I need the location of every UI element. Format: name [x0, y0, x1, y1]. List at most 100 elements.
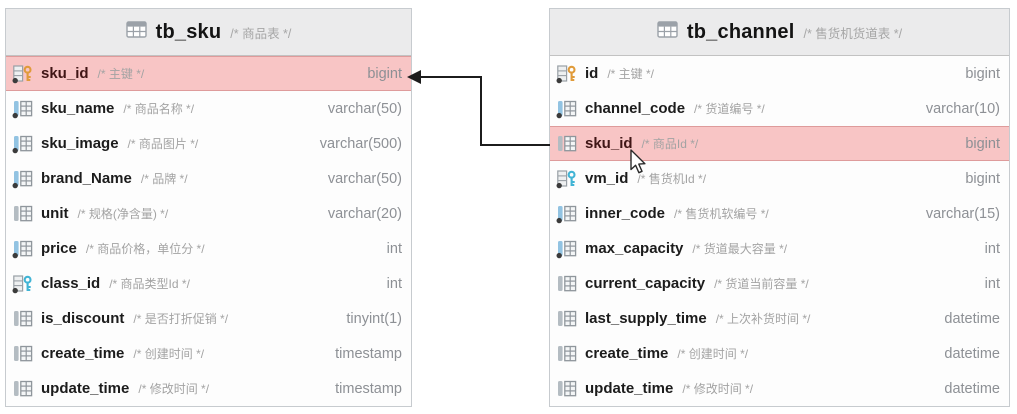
table-header-tb_channel[interactable]: tb_channel /* 售货机货道表 */ — [550, 9, 1009, 56]
column-name: sku_id — [41, 65, 89, 82]
table-title-comment: /* 售货机货道表 */ — [803, 26, 903, 41]
column-type: bigint — [965, 65, 1000, 82]
foreign-key-icon — [556, 169, 580, 189]
column-icon — [12, 309, 36, 329]
column-icon — [12, 239, 36, 259]
column-icon — [556, 134, 580, 154]
column-type: varchar(500) — [319, 135, 402, 152]
column-row-channel_code[interactable]: channel_code /* 货道编号 */ varchar(10) — [550, 91, 1009, 126]
column-name: id — [585, 65, 599, 82]
column-icon — [12, 204, 36, 224]
column-name: inner_code — [585, 205, 666, 222]
column-type: bigint — [965, 170, 1000, 187]
column-row-sku_id[interactable]: sku_id /* 商品Id */ bigint — [550, 126, 1009, 161]
column-type: int — [984, 275, 1000, 292]
column-row-is_discount[interactable]: is_discount /* 是否打折促销 */ tinyint(1) — [6, 301, 411, 336]
column-row-update_time[interactable]: update_time /* 修改时间 */ timestamp — [6, 371, 411, 406]
column-row-create_time[interactable]: create_time /* 创建时间 */ timestamp — [6, 336, 411, 371]
column-name: create_time — [41, 345, 125, 362]
column-type: timestamp — [335, 345, 402, 362]
column-row-price[interactable]: price /* 商品价格，单位分 */ int — [6, 231, 411, 266]
column-icon — [556, 379, 580, 399]
column-row-create_time[interactable]: create_time /* 创建时间 */ datetime — [550, 336, 1009, 371]
column-type: varchar(50) — [327, 100, 402, 117]
column-name: price — [41, 240, 77, 257]
table-title-comment: /* 商品表 */ — [230, 26, 292, 41]
column-row-id[interactable]: id /* 主键 */ bigint — [550, 56, 1009, 91]
column-comment: /* 商品名称 */ — [123, 102, 195, 116]
column-row-current_capacity[interactable]: current_capacity /* 货道当前容量 */ int — [550, 266, 1009, 301]
column-comment: /* 主键 */ — [607, 67, 655, 81]
column-type: timestamp — [335, 380, 402, 397]
column-comment: /* 修改时间 */ — [138, 382, 210, 396]
column-name: is_discount — [41, 310, 125, 327]
column-comment: /* 修改时间 */ — [682, 382, 754, 396]
column-icon — [556, 309, 580, 329]
column-type: int — [386, 240, 402, 257]
column-comment: /* 货道编号 */ — [694, 102, 765, 116]
column-comment: /* 品牌 */ — [140, 172, 188, 186]
column-row-sku_id[interactable]: sku_id /* 主键 */ bigint — [6, 56, 411, 91]
column-type: tinyint(1) — [346, 310, 402, 327]
column-icon — [556, 204, 580, 224]
column-type: bigint — [965, 135, 1000, 152]
column-name: last_supply_time — [585, 310, 707, 327]
table-tb_channel[interactable]: tb_channel /* 售货机货道表 */ id /* 主键 */ bigi… — [549, 8, 1010, 407]
table-icon — [657, 21, 678, 43]
column-row-max_capacity[interactable]: max_capacity /* 货道最大容量 */ int — [550, 231, 1009, 266]
column-row-last_supply_time[interactable]: last_supply_time /* 上次补货时间 */ datetime — [550, 301, 1009, 336]
column-list: id /* 主键 */ bigint channel_code /* 货道编号 … — [550, 56, 1009, 406]
column-icon — [556, 274, 580, 294]
column-row-class_id[interactable]: class_id /* 商品类型Id */ int — [6, 266, 411, 301]
column-name: sku_image — [41, 135, 119, 152]
column-type: bigint — [367, 65, 402, 82]
column-name: max_capacity — [585, 240, 684, 257]
column-icon — [12, 99, 36, 119]
column-row-unit[interactable]: unit /* 规格(净含量) */ varchar(20) — [6, 196, 411, 231]
column-comment: /* 售货机软编号 */ — [674, 207, 769, 221]
column-comment: /* 创建时间 */ — [133, 347, 205, 361]
column-name: update_time — [585, 380, 674, 397]
column-comment: /* 上次补货时间 */ — [715, 312, 811, 326]
column-row-sku_image[interactable]: sku_image /* 商品图片 */ varchar(500) — [6, 126, 411, 161]
table-tb_sku[interactable]: tb_sku /* 商品表 */ sku_id /* 主键 */ bigint … — [5, 8, 412, 407]
column-icon — [12, 169, 36, 189]
column-type: varchar(15) — [925, 205, 1000, 222]
column-comment: /* 货道当前容量 */ — [714, 277, 809, 291]
column-name: sku_name — [41, 100, 115, 117]
column-icon — [12, 134, 36, 154]
column-name: unit — [41, 205, 69, 222]
column-name: brand_Name — [41, 170, 132, 187]
column-comment: /* 商品图片 */ — [127, 137, 199, 151]
column-row-vm_id[interactable]: vm_id /* 售货机Id */ bigint — [550, 161, 1009, 196]
column-row-inner_code[interactable]: inner_code /* 售货机软编号 */ varchar(15) — [550, 196, 1009, 231]
table-icon — [125, 21, 147, 43]
column-list: sku_id /* 主键 */ bigint sku_name /* 商品名称 … — [6, 56, 411, 406]
column-icon — [556, 239, 580, 259]
column-comment: /* 商品价格，单位分 */ — [85, 242, 205, 256]
column-comment: /* 货道最大容量 */ — [692, 242, 788, 256]
column-comment: /* 商品Id */ — [641, 137, 699, 151]
column-name: update_time — [41, 380, 130, 397]
column-row-brand_Name[interactable]: brand_Name /* 品牌 */ varchar(50) — [6, 161, 411, 196]
column-comment: /* 是否打折促销 */ — [133, 312, 229, 326]
primary-key-icon — [556, 64, 580, 84]
column-type: int — [386, 275, 402, 292]
column-row-update_time[interactable]: update_time /* 修改时间 */ datetime — [550, 371, 1009, 406]
column-comment: /* 商品类型Id */ — [109, 277, 190, 291]
column-row-sku_name[interactable]: sku_name /* 商品名称 */ varchar(50) — [6, 91, 411, 126]
column-type: datetime — [944, 345, 1000, 362]
column-name: vm_id — [585, 170, 629, 187]
column-name: class_id — [41, 275, 101, 292]
foreign-key-icon — [12, 274, 36, 294]
column-name: channel_code — [585, 100, 686, 117]
column-name: sku_id — [585, 135, 633, 152]
column-comment: /* 创建时间 */ — [677, 347, 749, 361]
table-header-tb_sku[interactable]: tb_sku /* 商品表 */ — [6, 9, 411, 56]
column-type: varchar(10) — [925, 100, 1000, 117]
table-title: tb_channel — [686, 20, 795, 43]
column-icon — [556, 99, 580, 119]
column-type: datetime — [944, 380, 1000, 397]
column-comment: /* 主键 */ — [97, 67, 145, 81]
table-title: tb_sku — [155, 20, 222, 43]
